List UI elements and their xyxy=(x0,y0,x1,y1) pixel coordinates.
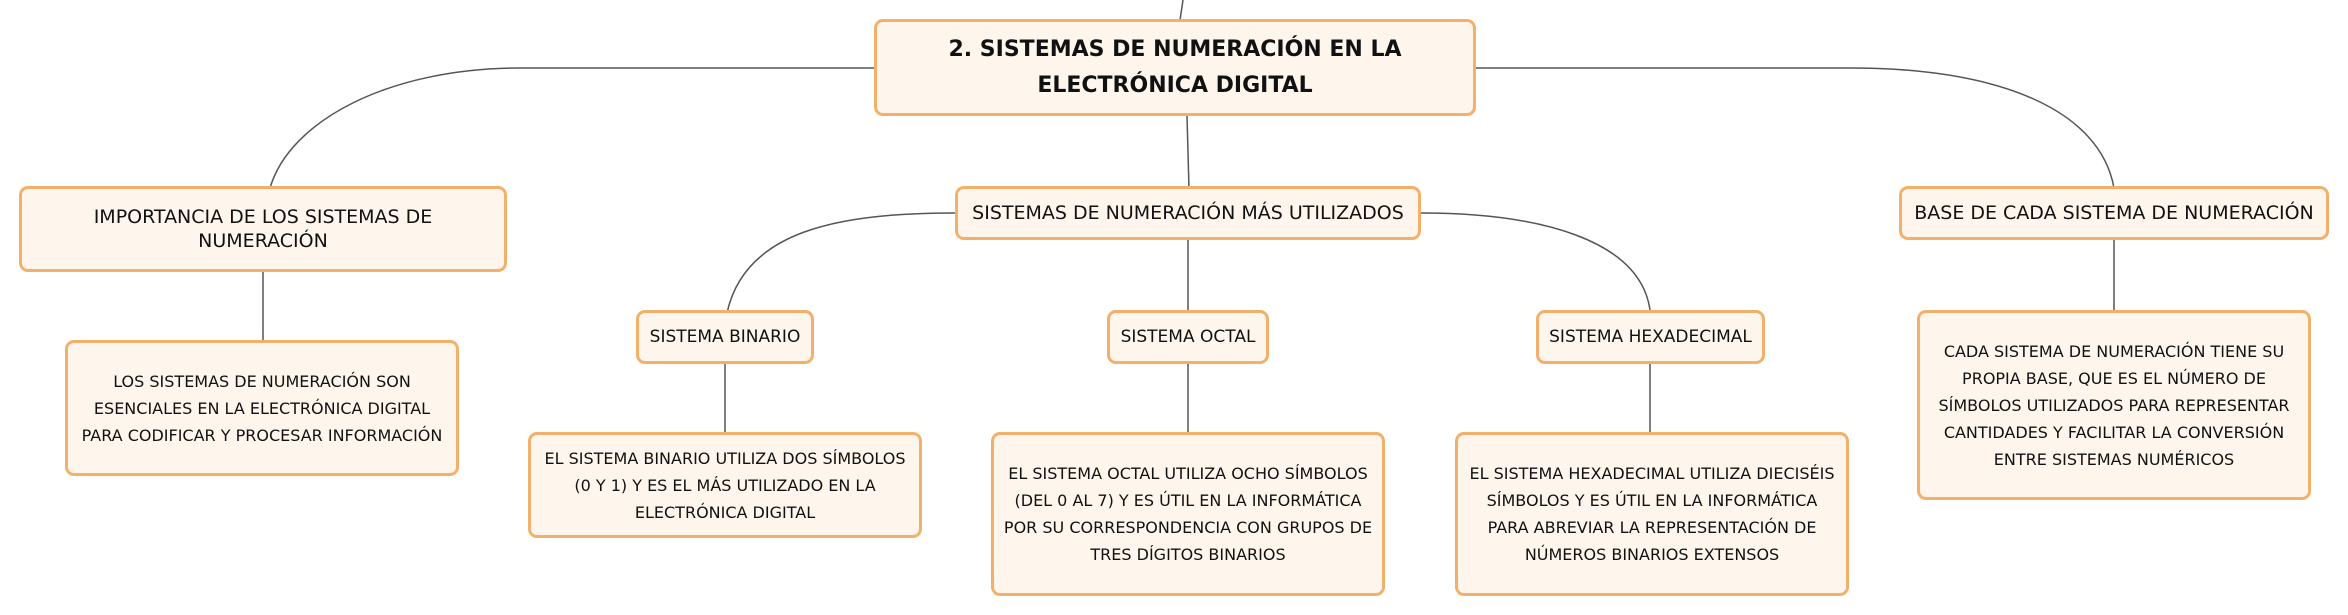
subtopic-hexadecimal[interactable]: SISTEMA HEXADECIMAL xyxy=(1536,310,1765,364)
topic-importancia[interactable]: IMPORTANCIA DE LOS SISTEMAS DE NUMERACIÓ… xyxy=(19,186,507,272)
description-binario[interactable]: EL SISTEMA BINARIO UTILIZA DOS SÍMBOLOS … xyxy=(528,432,922,538)
topic-base[interactable]: BASE DE CADA SISTEMA DE NUMERACIÓN xyxy=(1899,186,2329,240)
root-title: 2. SISTEMAS DE NUMERACIÓN EN LA ELECTRÓN… xyxy=(948,36,1402,98)
description-octal[interactable]: EL SISTEMA OCTAL UTILIZA OCHO SÍMBOLOS (… xyxy=(991,432,1385,596)
description-octal-text: EL SISTEMA OCTAL UTILIZA OCHO SÍMBOLOS (… xyxy=(1003,464,1373,564)
connector-utilizados-hexadecimal xyxy=(1420,212,1651,311)
description-importancia-text: LOS SISTEMAS DE NUMERACIÓN SON ESENCIALE… xyxy=(81,371,443,445)
topic-base-label: BASE DE CADA SISTEMA DE NUMERACIÓN xyxy=(1914,202,2314,224)
topic-importancia-label: IMPORTANCIA DE LOS SISTEMAS DE NUMERACIÓ… xyxy=(93,206,433,252)
subtopic-hexadecimal-label: SISTEMA HEXADECIMAL xyxy=(1549,327,1752,347)
connector-root-base xyxy=(1476,67,2115,189)
subtopic-binario-label: SISTEMA BINARIO xyxy=(649,327,801,347)
description-base-text: CADA SISTEMA DE NUMERACIÓN TIENE SU PROP… xyxy=(1938,341,2290,469)
connector-root-importancia xyxy=(269,67,876,189)
topic-utilizados-label: SISTEMAS DE NUMERACIÓN MÁS UTILIZADOS xyxy=(972,202,1404,224)
description-hexadecimal-text: EL SISTEMA HEXADECIMAL UTILIZA DIECISÉIS… xyxy=(1469,464,1835,564)
root-node[interactable]: 2. SISTEMAS DE NUMERACIÓN EN LA ELECTRÓN… xyxy=(874,19,1476,116)
connector-root-utilizados xyxy=(1186,115,1190,190)
subtopic-octal-label: SISTEMA OCTAL xyxy=(1120,327,1256,347)
description-base[interactable]: CADA SISTEMA DE NUMERACIÓN TIENE SU PROP… xyxy=(1917,310,2311,500)
subtopic-binario[interactable]: SISTEMA BINARIO xyxy=(636,310,814,364)
description-binario-text: EL SISTEMA BINARIO UTILIZA DOS SÍMBOLOS … xyxy=(544,448,906,522)
subtopic-octal[interactable]: SISTEMA OCTAL xyxy=(1107,310,1269,364)
description-importancia[interactable]: LOS SISTEMAS DE NUMERACIÓN SON ESENCIALE… xyxy=(65,340,459,476)
description-hexadecimal[interactable]: EL SISTEMA HEXADECIMAL UTILIZA DIECISÉIS… xyxy=(1455,432,1849,596)
topic-utilizados[interactable]: SISTEMAS DE NUMERACIÓN MÁS UTILIZADOS xyxy=(955,186,1421,240)
connector-utilizados-binario xyxy=(726,212,956,314)
connector-parent-root xyxy=(1179,0,1184,21)
